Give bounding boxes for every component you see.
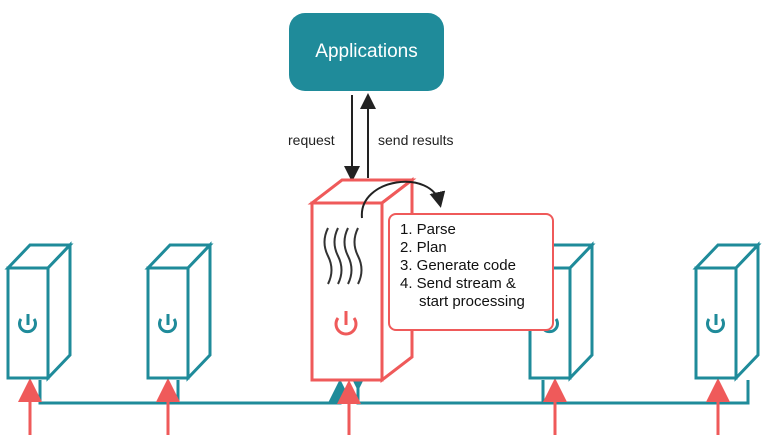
power-icon <box>334 311 358 336</box>
applications-label: Applications <box>315 41 418 62</box>
steps-list: 1. Parse 2. Plan 3. Generate code 4. Sen… <box>400 221 546 311</box>
power-icon <box>158 314 177 334</box>
bus-line <box>38 367 750 405</box>
step-generate-code: 3. Generate code <box>400 257 516 274</box>
send-results-label: send results <box>378 132 454 148</box>
applications-box: Applications <box>289 13 444 91</box>
server-node-2 <box>144 241 214 382</box>
step-parse: 1. Parse <box>400 221 456 238</box>
process-curve-arrow <box>360 180 446 219</box>
server-node-1 <box>4 241 74 382</box>
server-node-4 <box>692 241 762 382</box>
power-icon <box>18 314 37 334</box>
request-label: request <box>288 132 335 148</box>
step-plan: 2. Plan <box>400 239 447 256</box>
heat-waves-icon <box>323 227 363 285</box>
input-arrows <box>18 378 730 435</box>
power-icon <box>706 314 725 334</box>
processing-steps-box: 1. Parse 2. Plan 3. Generate code 4. Sen… <box>388 213 554 331</box>
step-send-stream: 4. Send stream & start processing <box>400 275 525 310</box>
